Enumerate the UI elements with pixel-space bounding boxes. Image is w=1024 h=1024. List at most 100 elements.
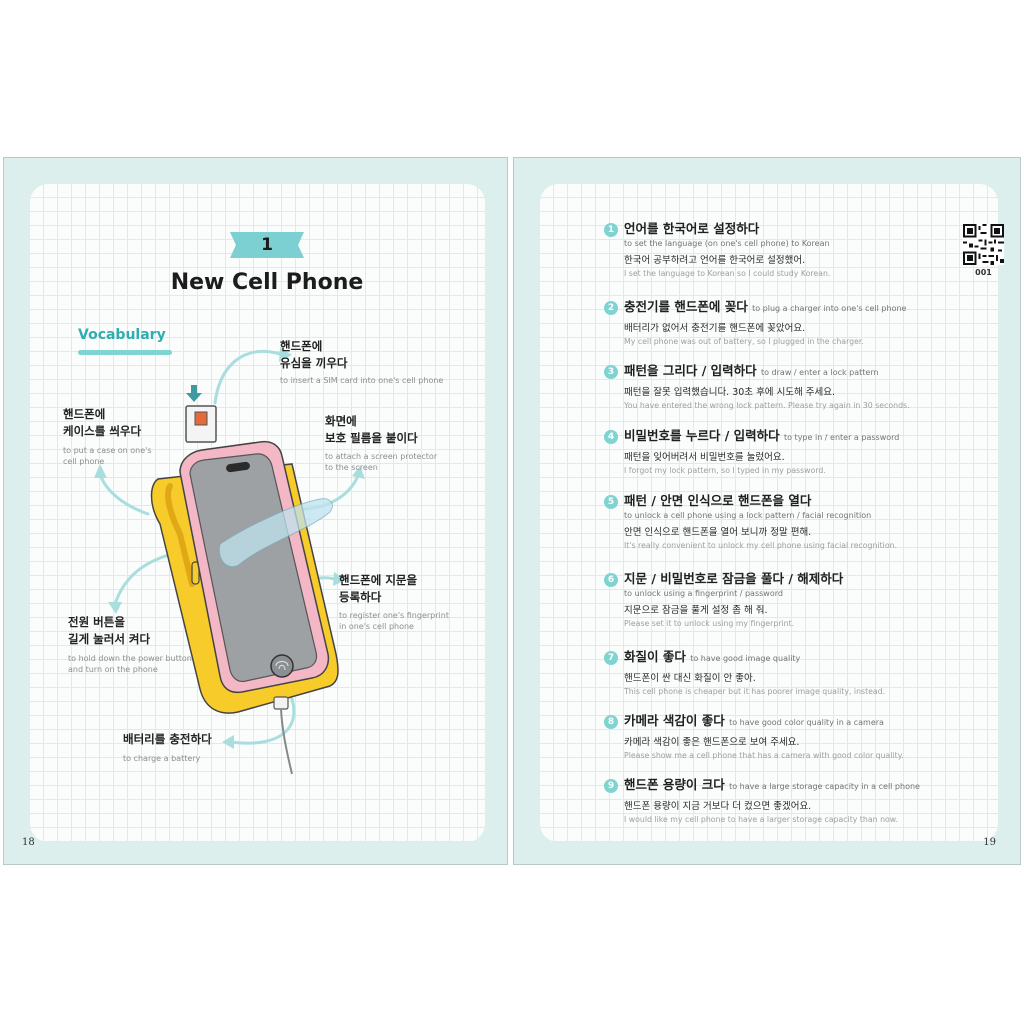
qr-code[interactable] (963, 224, 1004, 265)
entry-korean-text: 충전기를 핸드폰에 꽂다 (624, 299, 748, 314)
page-number-left: 18 (22, 837, 35, 848)
entry-number-badge: 6 (604, 573, 618, 587)
vocab-entry: 2 충전기를 핸드폰에 꽂다 to plug a charger into on… (604, 298, 964, 347)
vocab-entry: 1 언어를 한국어로 설정하다 to set the language (on … (604, 220, 964, 279)
entry-korean-sentence: 지문으로 잠금을 풀게 설정 좀 해 줘. (624, 605, 768, 616)
label-ko: 케이스를 씌우다 (63, 424, 142, 438)
label-screen-protector-en: to attach a screen protector to the scre… (325, 451, 437, 473)
label-ko: 보호 필름을 붙이다 (325, 431, 418, 445)
vocab-entry: 9 핸드폰 용량이 크다 to have a large storage cap… (604, 776, 964, 825)
label-ko: 길게 눌러서 켜다 (68, 632, 151, 646)
label-ko: 등록하다 (339, 590, 382, 604)
label-ko: 화면에 (325, 414, 357, 428)
entry-number-badge: 4 (604, 430, 618, 444)
entry-number-badge: 9 (604, 779, 618, 793)
entry-korean: 언어를 한국어로 설정하다 (624, 220, 964, 238)
entry-english-inline: to have good image quality (690, 654, 801, 663)
label-ko: 전원 버튼을 (68, 615, 125, 629)
entry-korean-sentence: 안면 인식으로 핸드폰을 열어 보니까 정말 편해. (624, 527, 812, 538)
chapter-title: New Cell Phone (170, 270, 364, 295)
entry-korean-text: 비밀번호를 누르다 / 입력하다 (624, 428, 780, 443)
entry-english-sentence: This cell phone is cheaper but it has po… (624, 687, 886, 696)
entry-korean-text: 카메라 색감이 좋다 (624, 713, 725, 728)
vocab-entry: 5 패턴 / 안면 인식으로 핸드폰을 열다 to unlock a cell … (604, 492, 964, 551)
fingerprint-sensor (270, 654, 294, 678)
entry-korean: 화질이 좋다 to have good image quality (624, 648, 964, 668)
entry-korean-sentence: 배터리가 없어서 충전기를 핸드폰에 꽂았어요. (624, 323, 806, 334)
label-en-line: to put a case on one's (63, 446, 152, 455)
entry-korean-sentence: 패턴을 잘못 입력했습니다. 30초 후에 시도해 주세요. (624, 387, 836, 398)
left-page-sheet: 1 New Cell Phone Vocabulary (30, 184, 485, 842)
entry-english-sentence: I would like my cell phone to have a lar… (624, 815, 898, 824)
entry-korean-sentence: 한국어 공부하려고 언어를 한국어로 설정했어. (624, 255, 806, 266)
entry-english-sentence: Please show me a cell phone that has a c… (624, 751, 904, 760)
arrow-case (98, 472, 150, 516)
label-ko: 핸드폰에 지문을 (339, 573, 418, 587)
chapter-number: 1 (261, 235, 273, 255)
label-en-line: to the screen (325, 463, 378, 472)
entry-number-badge: 7 (604, 651, 618, 665)
phone-illustration (94, 347, 365, 775)
entry-english-sentence: You have entered the wrong lock pattern.… (624, 401, 910, 410)
label-fingerprint: 핸드폰에 지문을 등록하다 (339, 572, 417, 606)
charging-cable-plug (273, 696, 289, 710)
charging-cable (280, 708, 293, 775)
vocab-entry: 8 카메라 색감이 좋다 to have good color quality … (604, 712, 964, 761)
entry-korean-text: 패턴을 그리다 / 입력하다 (624, 363, 757, 378)
label-ko: 유심을 끼우다 (280, 356, 348, 370)
entry-english-sentence: I set the language to Korean so I could … (624, 269, 831, 278)
entry-number-badge: 2 (604, 301, 618, 315)
entry-number-badge: 3 (604, 365, 618, 379)
label-insert-sim: 핸드폰에 유심을 끼우다 (280, 338, 347, 372)
entry-english-definition: to set the language (on one's cell phone… (624, 239, 830, 248)
entry-number-badge: 1 (604, 223, 618, 237)
entry-english-sentence: I forgot my lock pattern, so I typed in … (624, 466, 826, 475)
phone-screen (189, 453, 318, 683)
entry-korean-sentence: 패턴을 잊어버려서 비밀번호를 눌렀어요. (624, 452, 785, 463)
entry-english-definition: to unlock a cell phone using a lock patt… (624, 511, 872, 520)
power-button (191, 561, 200, 585)
label-en-line: and turn on the phone (68, 665, 158, 674)
arrow-sim (213, 349, 282, 405)
entry-number-badge: 5 (604, 495, 618, 509)
label-power-button: 전원 버튼을 길게 눌러서 켜다 (68, 614, 150, 648)
screen-protector (218, 498, 333, 568)
label-put-case-en: to put a case on one's cell phone (63, 445, 152, 467)
qr-number: 001 (975, 268, 992, 277)
entry-english-inline: to have a large storage capacity in a ce… (729, 782, 920, 791)
label-en-line: in one's cell phone (339, 622, 414, 631)
entry-korean-sentence: 핸드폰 용량이 지금 거보다 더 컸으면 좋겠어요. (624, 801, 812, 812)
entry-korean: 지문 / 비밀번호로 잠금을 풀다 / 해제하다 (624, 570, 964, 588)
entry-korean-text: 지문 / 비밀번호로 잠금을 풀다 / 해제하다 (624, 571, 844, 586)
entry-korean: 패턴을 그리다 / 입력하다 to draw / enter a lock pa… (624, 362, 964, 382)
vocabulary-underline (78, 350, 172, 355)
label-en-line: to hold down the power button (68, 654, 192, 663)
entry-english-inline: to plug a charger into one's cell phone (752, 304, 907, 313)
label-fingerprint-en: to register one's fingerprint in one's c… (339, 610, 449, 632)
left-page: 1 New Cell Phone Vocabulary (3, 157, 508, 865)
entry-korean-sentence: 핸드폰이 싼 대신 화질이 안 좋아. (624, 673, 756, 684)
label-put-case: 핸드폰에 케이스를 씌우다 (63, 406, 141, 440)
entry-korean: 비밀번호를 누르다 / 입력하다 to type in / enter a pa… (624, 427, 964, 447)
vocab-entry: 6 지문 / 비밀번호로 잠금을 풀다 / 해제하다 to unlock usi… (604, 570, 964, 629)
entry-korean: 핸드폰 용량이 크다 to have a large storage capac… (624, 776, 964, 796)
entry-korean-text: 언어를 한국어로 설정하다 (624, 221, 760, 236)
entry-english-inline: to have good color quality in a camera (729, 718, 884, 727)
vocabulary-heading: Vocabulary (78, 327, 166, 343)
label-power-button-en: to hold down the power button and turn o… (68, 653, 192, 675)
label-en-line: to register one's fingerprint (339, 611, 449, 620)
vocab-entry: 4 비밀번호를 누르다 / 입력하다 to type in / enter a … (604, 427, 964, 476)
sim-arrow-stem (191, 385, 197, 394)
label-charge-battery: 배터리를 충전하다 (123, 732, 212, 746)
vocab-entry: 7 화질이 좋다 to have good image quality 핸드폰이… (604, 648, 964, 697)
entry-english-sentence: Please set it to unlock using my fingerp… (624, 619, 795, 628)
label-en-line: cell phone (63, 457, 105, 466)
entry-korean: 패턴 / 안면 인식으로 핸드폰을 열다 (624, 492, 964, 510)
entry-korean: 카메라 색감이 좋다 to have good color quality in… (624, 712, 964, 732)
entry-english-inline: to type in / enter a password (783, 433, 900, 442)
phone-notch (226, 461, 250, 473)
label-charge-battery-en: to charge a battery (123, 754, 201, 763)
sim-arrow-head (186, 393, 202, 402)
arrow-battery (228, 687, 296, 745)
entry-korean-sentence: 카메라 색감이 좋은 핸드폰으로 보여 주세요. (624, 737, 800, 748)
